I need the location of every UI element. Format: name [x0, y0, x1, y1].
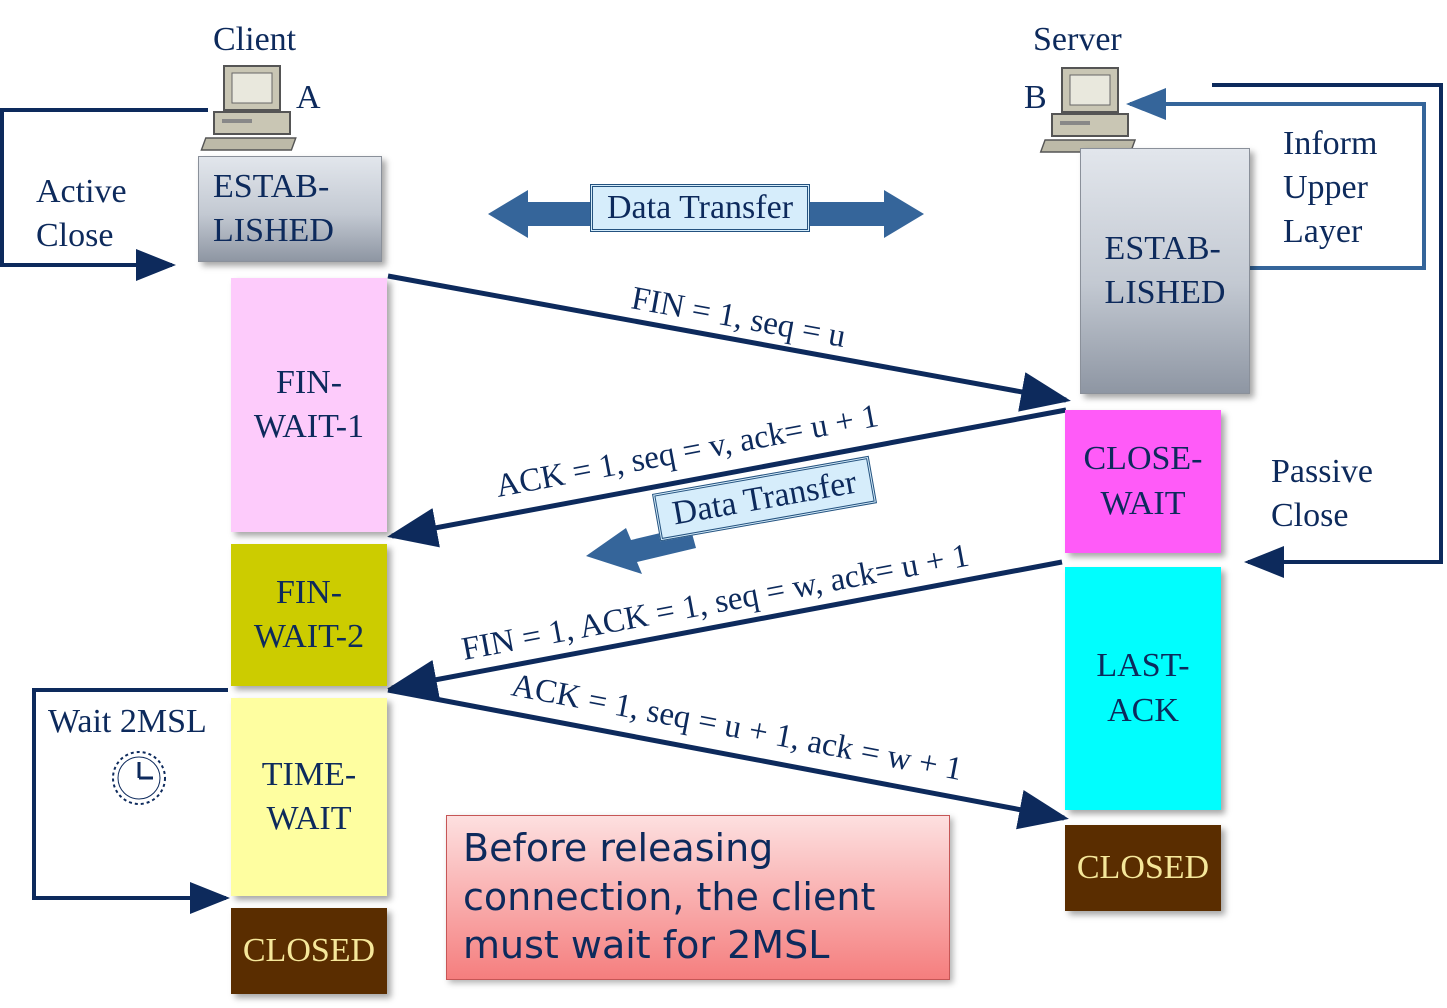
server-state-last-ack: LAST-ACK [1065, 567, 1221, 810]
inform-upper-layer-label: Inform Upper Layer [1283, 125, 1378, 251]
client-state-fin-wait-1: FIN-WAIT-1 [231, 278, 387, 532]
client-title: Client [213, 21, 297, 58]
client-state-fin-wait-2: FIN-WAIT-2 [231, 544, 387, 686]
note-box: Before releasing connection, the client … [446, 815, 950, 980]
clock-icon [112, 751, 166, 805]
server-state-closed: CLOSED [1065, 825, 1221, 911]
client-state-closed: CLOSED [231, 908, 387, 994]
client-computer-icon [200, 65, 297, 151]
ack1-arrow [387, 407, 1067, 548]
server-state-close-wait: CLOSE-WAIT [1065, 410, 1221, 553]
wait-2msl-label: Wait 2MSL [48, 703, 207, 740]
client-host-label: A [296, 79, 321, 116]
client-state-time-wait: TIME-WAIT [231, 698, 387, 896]
active-close-arrow [0, 108, 208, 281]
server-computer-icon [1039, 67, 1137, 153]
fin1-label: FIN = 1, seq = u [629, 280, 849, 355]
inform-upper-layer-arrow [1126, 88, 1426, 270]
data-transfer-top-box: Data Transfer [590, 184, 811, 232]
active-close-label: Active Close [36, 173, 127, 255]
passive-close-label: Passive Close [1271, 453, 1373, 535]
passive-close-arrow [1212, 83, 1443, 578]
client-state-established: ESTAB- LISHED [198, 156, 382, 262]
server-title: Server [1033, 21, 1122, 58]
server-state-established: ESTAB- LISHED [1080, 148, 1250, 394]
fin2-arrow [387, 559, 1063, 700]
ack2-arrow [387, 687, 1069, 830]
server-host-label: B [1024, 79, 1047, 116]
wait-2msl-arrow [32, 688, 230, 914]
fin1-arrow [387, 273, 1071, 412]
fin2-label: FIN = 1, ACK = 1, seq = w, ack= u + 1 [459, 538, 972, 668]
